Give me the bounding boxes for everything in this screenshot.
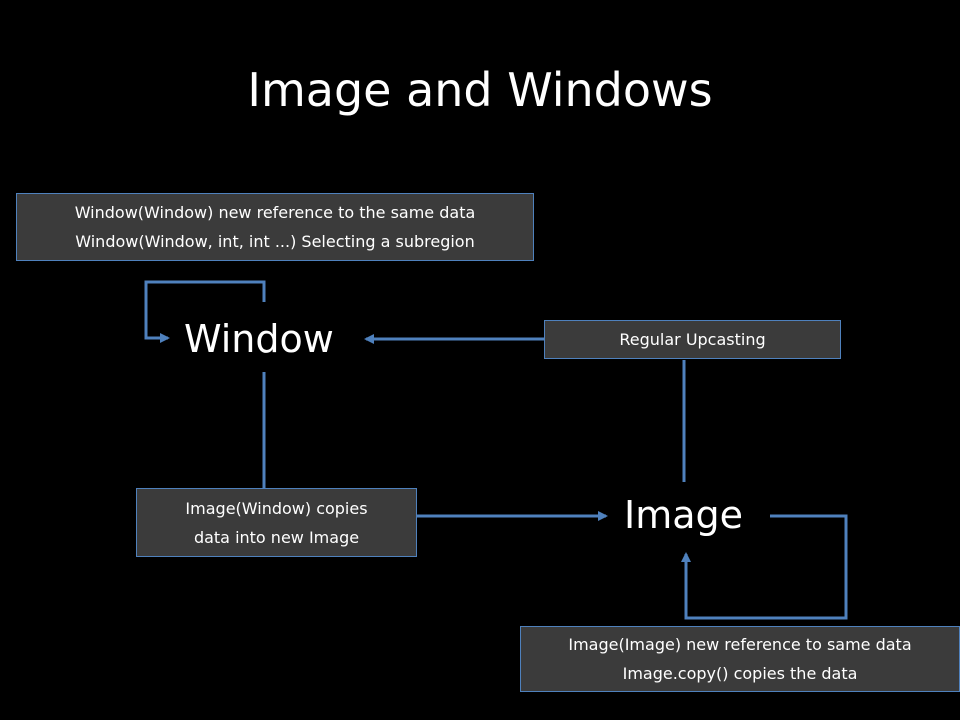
window-self-reference-line-1: Window(Window) new reference to the same… [74, 203, 476, 222]
image-from-window-line-1: Image(Window) copies [185, 498, 368, 518]
image-self-reference-box: Image(Image) new reference to same data … [520, 626, 960, 692]
window-node: Window [184, 317, 334, 361]
image-self-reference-line-2: Image.copy() copies the data [622, 664, 858, 683]
window-self-loop-connector [144, 280, 266, 343]
image-self-reference-line-1: Image(Image) new reference to same data [568, 635, 912, 654]
regular-upcasting-box: Regular Upcasting [544, 320, 841, 359]
image-from-window-box: Image(Window) copies data into new Image [136, 488, 417, 557]
image-self-loop-connector [681, 514, 848, 620]
slide-title: Image and Windows [247, 63, 713, 117]
window-self-reference-line-2: Window(Window, int, int ...) Selecting a… [75, 232, 475, 251]
image-from-window-line-2: data into new Image [193, 527, 360, 547]
image-node: Image [624, 493, 744, 537]
window-self-reference-box: Window(Window) new reference to the same… [16, 193, 534, 261]
regular-upcasting-label: Regular Upcasting [619, 330, 766, 349]
